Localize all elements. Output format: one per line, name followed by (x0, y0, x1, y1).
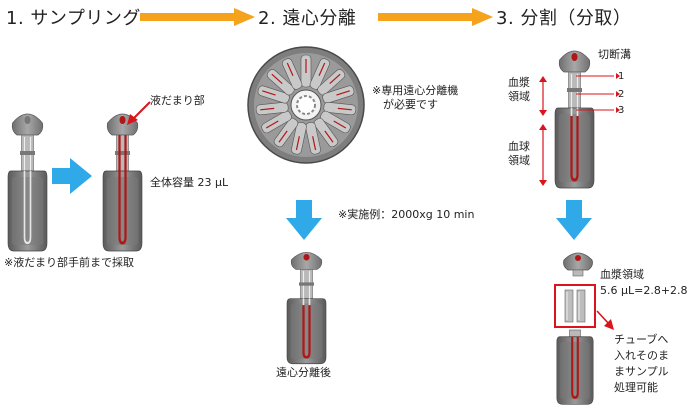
red-pointer-arrow (127, 101, 151, 125)
orange-arrow-1 (140, 8, 255, 26)
blue-arrow-right-1 (52, 158, 92, 194)
liquid-pool-label: 液だまり部 (150, 94, 205, 107)
orange-arrow-2 (378, 8, 493, 26)
plasma-piece-box (554, 284, 596, 328)
plasma-volume-label: 5.6 µL=2.8+2.8 (600, 284, 688, 297)
total-volume-label: 全体容量 23 µL (150, 176, 229, 189)
step-1-title: 1. サンプリング (6, 8, 141, 29)
cut-markers (576, 73, 620, 113)
device-centrifuged (284, 245, 329, 367)
device-split-before (552, 42, 597, 192)
cut-groove-label: 切断溝 (598, 48, 631, 61)
device-filled (100, 105, 145, 255)
centrifuge-rotor (247, 46, 365, 164)
step-3-title: 3. 分割（分取） (496, 8, 632, 29)
plasma-region-v-label: 血漿 領域 (508, 76, 530, 103)
cell-bracket (539, 124, 547, 186)
plasma-bracket (539, 76, 547, 116)
marker-3: 3 (618, 105, 625, 116)
marker-1: 1 (618, 71, 625, 82)
cap-piece (563, 252, 593, 277)
cell-piece (556, 329, 594, 405)
blue-arrow-down-1 (286, 200, 322, 240)
step-2-title: 2. 遠心分離 (258, 8, 357, 29)
collect-note: ※液だまり部手前まで採取 (4, 256, 134, 269)
red-diagonal-arrow (596, 310, 614, 330)
example-note: ※実施例：2000xg 10 min (338, 208, 475, 221)
marker-2: 2 (618, 89, 625, 100)
blue-arrow-down-2 (556, 200, 592, 240)
tube-note: チューブへ 入れそのま まサンプル 処理可能 (614, 333, 669, 394)
after-centrifuge-label: 遠心分離後 (276, 366, 331, 379)
cell-region-v-label: 血球 領域 (508, 140, 530, 167)
device-empty (5, 105, 50, 255)
plasma-region-label: 血漿領域 (600, 268, 644, 281)
centrifuge-note: ※専用遠心分離機 が必要です (372, 84, 459, 111)
